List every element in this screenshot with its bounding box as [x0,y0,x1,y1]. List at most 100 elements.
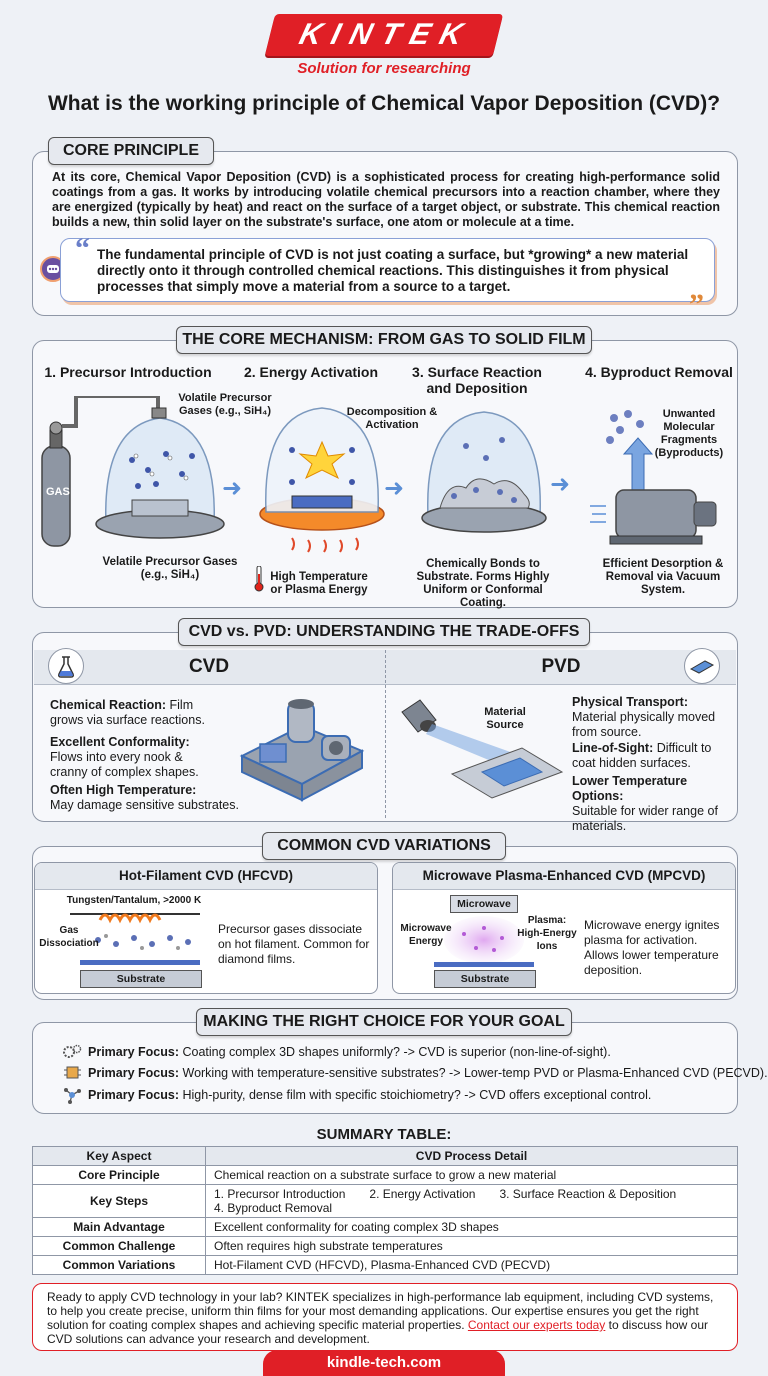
cvd-point-2-desc: Flows into every nook & cranny of comple… [50,750,199,779]
summary-header-row: Key Aspect CVD Process Detail [32,1146,738,1166]
cvd-point-3: Often High Temperature:May damage sensit… [50,783,240,813]
pvd-point-1: Physical Transport:Material physically m… [572,695,732,740]
cvd-point-1-term: Chemical Reaction: [50,698,167,712]
cvd-point-3-desc: May damage sensitive substrates. [50,798,239,812]
coated-part-illustration [239,699,365,802]
hfcvd-card: Hot-Filament CVD (HFCVD) [34,862,378,994]
thermometer-icon [254,565,264,592]
pvd-source-illustration [401,699,564,799]
table-cell: Main Advantage [32,1217,206,1237]
hfcvd-desc: Precursor gases dissociate on hot filame… [218,922,370,966]
step-1-caption: Velatile Precursor Gases (e.g., SiH₄) [102,556,238,581]
core-principle-body: At its core, Chemical Vapor Deposition (… [52,170,720,229]
versus-heading: CVD vs. PVD: UNDERSTANDING THE TRADE-OFF… [178,618,590,646]
table-cell: Chemical reaction on a substrate surface… [205,1165,738,1185]
brand-logo[interactable]: KINTEK [264,14,504,56]
cta-box: Ready to apply CVD technology in your la… [32,1283,738,1351]
mpcvd-plasma-label: Plasma: High-Energy Ions [517,915,577,952]
arrow-right-icon: ➜ [222,475,243,502]
table-cell: Hot-Filament CVD (HFCVD), Plasma-Enhance… [205,1255,738,1275]
precursor-chamber-diagram [41,396,225,547]
choice-item-2-desc: Working with temperature-sensitive subst… [182,1066,768,1080]
choice-item-3: Primary Focus: High-purity, dense film w… [64,1088,652,1104]
choice-panel [32,1022,738,1114]
cvd-column-title: CVD [188,656,230,677]
brand-name: KINTEK [296,18,477,51]
surface-deposition-diagram [421,411,547,533]
table-cell: Excellent conformality for coating compl… [205,1217,738,1237]
cvd-point-3-term: Often High Temperature: [50,783,197,797]
pvd-point-3: Lower Temperature Options:Suitable for w… [572,774,734,834]
core-principle-heading: CORE PRINCIPLE [48,137,214,165]
wafer-icon [684,648,720,684]
choice-item-1: Primary Focus: Coating complex 3D shapes… [63,1044,611,1060]
pvd-column-title: PVD [541,656,581,677]
mechanism-heading: THE CORE MECHANISM: FROM GAS TO SOLID FI… [176,326,592,354]
step-4-title: 4. Byproduct Removal [585,364,733,380]
mpcvd-title: Microwave Plasma-Enhanced CVD (MPCVD) [393,863,735,890]
cvd-point-1-desc: Film grows via surface reactions. [50,698,205,727]
table-cell: Core Principle [32,1165,206,1185]
chip-icon [64,1066,81,1079]
hfcvd-title: Hot-Filament CVD (HFCVD) [35,863,377,890]
choice-item-2-term: Primary Focus: [88,1066,180,1080]
step-2-caption: High Temperature or Plasma Energy [270,571,368,596]
cta-text: Ready to apply CVD technology in your la… [47,1290,714,1332]
hfcvd-substrate-label: Substrate [80,970,202,988]
cvd-point-2: Excellent Conformality:Flows into every … [50,735,210,780]
hfcvd-gas-label: Gas Dissociation [39,925,99,949]
hfcvd-diagram [70,913,200,965]
energy-activation-diagram [259,407,385,553]
summary-title: SUMMARY TABLE: [316,1126,452,1143]
mpcvd-energy-label: Microwave Energy [400,923,452,947]
footer-website-link[interactable]: kindle-tech.com [263,1350,505,1376]
step-3-title: 3. Surface Reaction and Deposition [412,364,542,396]
step-3-caption: Chemically Bonds to Substrate. Forms Hig… [416,558,550,609]
pvd-point-1-desc: Material physically moved from source. [572,710,716,739]
arrow-right-icon: ➜ [550,471,571,498]
page-title: What is the working principle of Chemica… [47,92,721,115]
gears-icon [63,1044,82,1058]
pvd-point-3-desc: Suitable for wider range of materials. [572,804,718,833]
cta-text-end: to discuss how our CVD solutions can adv… [47,1318,709,1346]
choice-item-1-term: Primary Focus: [88,1045,180,1059]
table-cell: Common Challenge [32,1236,206,1256]
gas-cylinder-label: GAS [46,486,70,498]
flask-icon [48,648,84,684]
cvd-point-1: Chemical Reaction: Film grows via surfac… [50,698,210,728]
table-cell: Often requires high substrate temperatur… [205,1236,738,1256]
mpcvd-diagram [434,916,534,967]
mpcvd-desc: Microwave energy ignites plasma for acti… [584,918,720,977]
hfcvd-filament-label: Tungsten/Tantalum, >2000 K [66,895,202,906]
step-2-title: 2. Energy Activation [243,364,379,380]
column-divider [385,650,386,818]
choice-item-3-desc: High-purity, dense film with specific st… [182,1088,652,1102]
byproduct-removal-diagram [590,410,717,545]
summary-table: Key Aspect CVD Process Detail Core Princ… [32,1146,738,1275]
pvd-point-2: Line-of-Sight: Difficult to coat hidden … [572,741,732,771]
choice-heading: MAKING THE RIGHT CHOICE FOR YOUR GOAL [196,1008,572,1036]
molecule-icon [64,1088,81,1104]
table-cell: Common Variations [32,1255,206,1275]
core-principle-quote: “ The fundamental principle of CVD is no… [60,232,715,320]
quote-close-mark: ” [689,288,704,321]
choice-item-1-desc: Coating complex 3D shapes uniformly? -> … [182,1045,611,1059]
mpcvd-substrate-label: Substrate [434,970,536,988]
arrow-right-icon: ➜ [384,475,405,502]
pvd-point-2-term: Line-of-Sight: [572,741,654,755]
choice-item-3-term: Primary Focus: [88,1088,180,1102]
pvd-point-3-term: Lower Temperature Options: [572,774,688,803]
variations-heading: COMMON CVD VARIATIONS [262,832,506,860]
cvd-point-2-term: Excellent Conformality: [50,735,190,749]
contact-experts-link[interactable]: Contact our experts today [467,1318,606,1332]
step-4-top-label: Unwanted Molecular Fragments (Byproducts… [654,408,724,459]
quote-open-mark: “ [75,232,90,265]
mpcvd-microwave-label: Microwave [450,895,518,913]
brand-tagline: Solution for researching [297,60,471,77]
pvd-point-1-term: Physical Transport: [572,695,689,709]
step-4-caption: Efficient Desorption & Removal via Vacuu… [602,558,724,596]
